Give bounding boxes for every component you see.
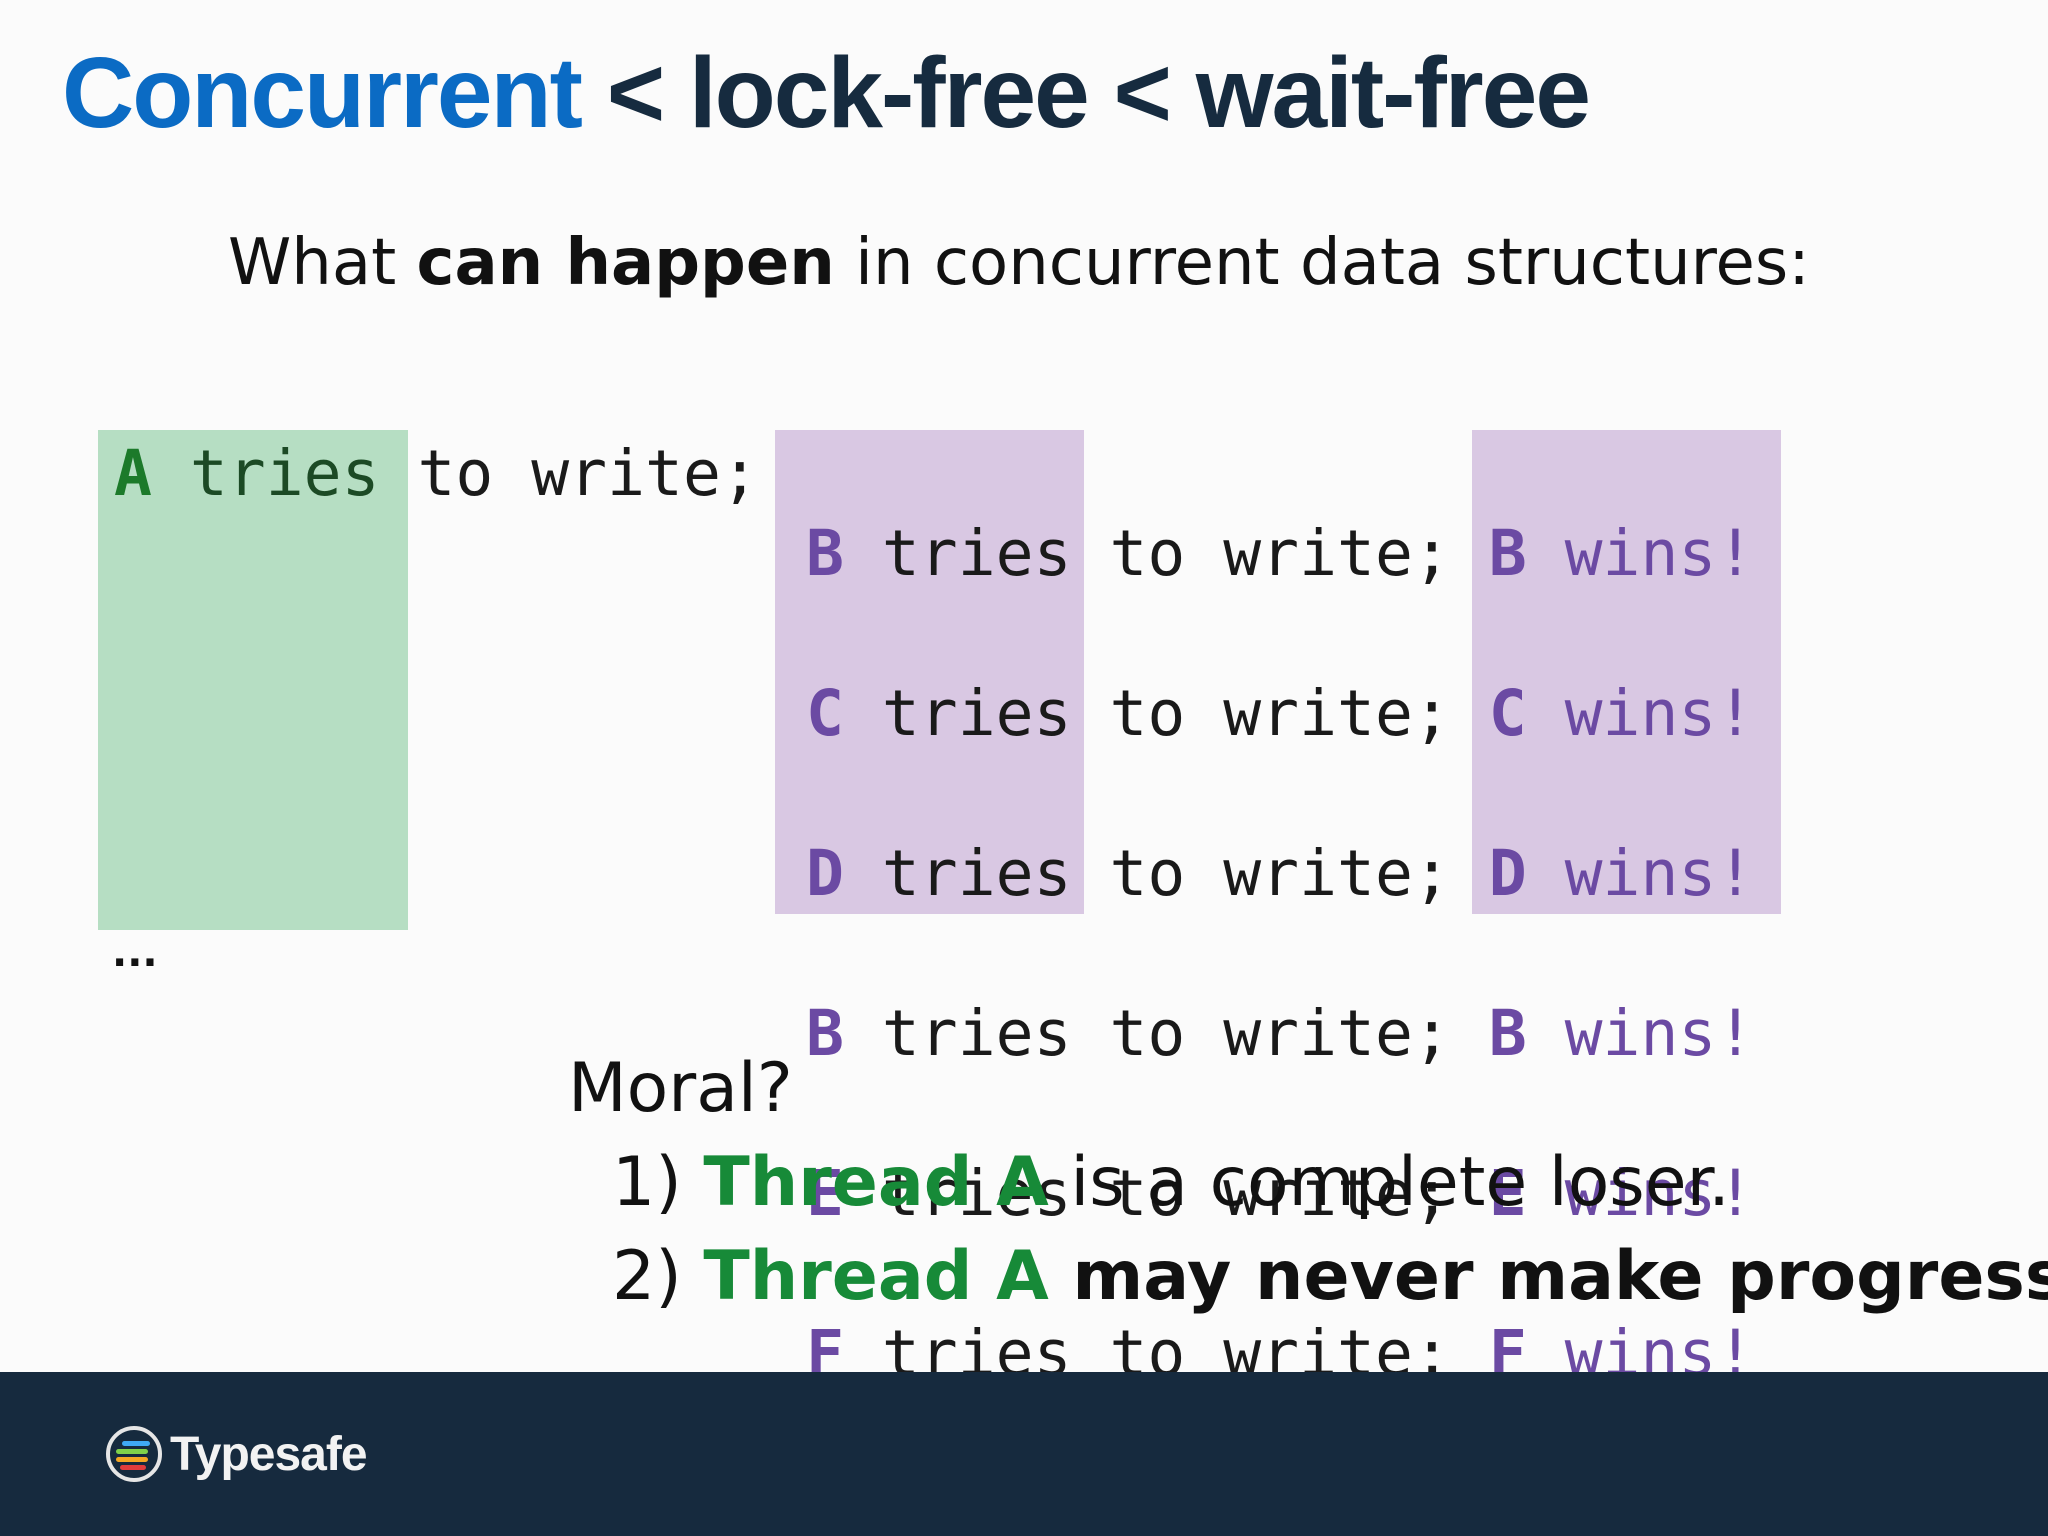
winner-label: D: [1488, 837, 1527, 910]
thread-a-highlight: [98, 430, 408, 930]
subtitle-emphasis: can happen: [416, 226, 835, 300]
point-number: 1): [612, 1143, 704, 1222]
winner-label: B: [1488, 517, 1527, 590]
tries-word: tries: [843, 677, 1072, 750]
thread-label: C: [806, 677, 844, 750]
code-line-a: A tries to write;: [114, 434, 759, 514]
tries-column-highlight: [775, 430, 1084, 914]
ellipsis: ...: [112, 930, 158, 976]
thread-label: E: [806, 1157, 844, 1230]
point-text: may never make progress.: [1048, 1237, 2048, 1316]
winner-label: C: [1488, 677, 1527, 750]
tries-word: tries: [843, 1157, 1072, 1230]
thread-a-text: Thread A: [703, 1143, 1049, 1222]
brand-logo: Typesafe: [104, 1424, 368, 1484]
wins-word: wins!: [1526, 837, 1755, 910]
thread-label: B: [806, 517, 844, 590]
code-row: B tries to write; B wins!: [806, 514, 1754, 594]
title-accent: Concurrent: [62, 37, 583, 149]
code-rows: B tries to write; B wins! C tries to wri…: [806, 434, 1754, 1474]
tries-word: tries: [151, 437, 380, 510]
typesafe-logo-icon: [106, 1426, 162, 1482]
brand-name: Typesafe: [170, 1427, 368, 1481]
code-row: B tries to write; B wins!: [806, 994, 1754, 1074]
point-text: is a complete loser.: [1048, 1143, 1730, 1222]
tries-word: tries: [843, 837, 1072, 910]
wins-word: wins!: [1526, 997, 1755, 1070]
code-row: C tries to write; C wins!: [806, 674, 1754, 754]
winner-label: B: [1488, 997, 1527, 1070]
tries-word: tries: [843, 997, 1072, 1070]
moral-block: Moral? 1) Thread A is a complete loser. …: [568, 1042, 2048, 1324]
write-text: to write;: [379, 437, 759, 510]
point-number: 2): [612, 1237, 704, 1316]
wins-column-highlight: [1472, 430, 1781, 914]
moral-heading: Moral?: [568, 1049, 793, 1128]
thread-label: B: [806, 997, 844, 1070]
wins-word: wins!: [1526, 517, 1755, 590]
write-text: to write;: [1071, 517, 1489, 590]
write-text: to write;: [1071, 1157, 1489, 1230]
slide-title: Concurrent < lock-free < wait-free: [62, 28, 1591, 158]
code-row: E tries to write; E wins!: [806, 1154, 1754, 1234]
wins-word: wins!: [1526, 1157, 1755, 1230]
subtitle-tail: in concurrent data structures:: [834, 226, 1810, 300]
title-rest: < lock-free < wait-free: [580, 37, 1591, 149]
moral-point-1: 1) Thread A is a complete loser.: [568, 1136, 2048, 1230]
thread-label: D: [806, 837, 844, 910]
thread-a-text: Thread A: [703, 1237, 1049, 1316]
winner-label: E: [1488, 1157, 1527, 1230]
write-text: to write;: [1071, 677, 1489, 750]
subtitle: What can happen in concurrent data struc…: [228, 218, 1810, 308]
write-text: to write;: [1071, 997, 1489, 1070]
subtitle-lead: What: [228, 226, 417, 300]
wins-word: wins!: [1526, 677, 1755, 750]
code-row: D tries to write; D wins!: [806, 834, 1754, 914]
footer-bar: Typesafe: [0, 1372, 2048, 1536]
tries-word: tries: [843, 517, 1072, 590]
write-text: to write;: [1071, 837, 1489, 910]
thread-label: A: [114, 437, 152, 510]
moral-point-2: 2) Thread A may never make progress.: [568, 1230, 2048, 1324]
